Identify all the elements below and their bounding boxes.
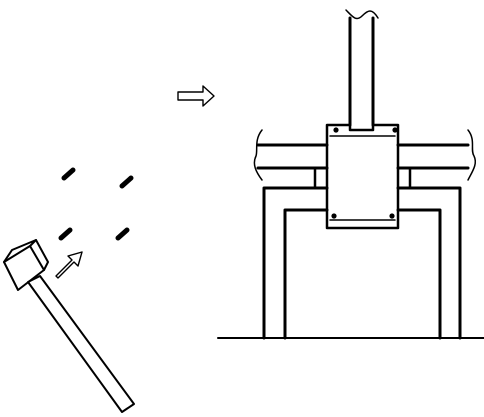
nail-icon — [58, 227, 73, 241]
nail-icon — [119, 175, 134, 189]
rivet — [389, 213, 395, 219]
rivet — [333, 127, 339, 133]
arrow-icon — [177, 85, 215, 107]
top-vertical-pipe — [345, 9, 379, 127]
right-horizontal-pipe — [396, 129, 477, 190]
nail-icon — [115, 227, 130, 241]
connector-inner-edges — [329, 135, 396, 221]
rivet — [392, 127, 398, 133]
center-connector-block — [325, 123, 400, 230]
hammer-icon — [3, 239, 135, 413]
outer-frame — [262, 186, 462, 340]
rivets — [331, 127, 398, 219]
inner-frame — [283, 208, 442, 340]
arrow-icon — [55, 251, 83, 279]
rivet — [331, 213, 337, 219]
left-horizontal-pipe — [253, 129, 329, 190]
nails — [58, 167, 134, 241]
nail-icon — [61, 167, 76, 181]
